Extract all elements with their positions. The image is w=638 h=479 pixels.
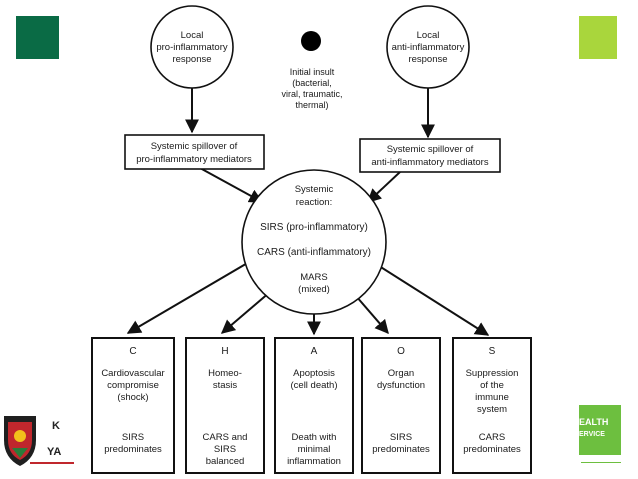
outcome-h: H Homeo- stasis CARS and SIRS balanced xyxy=(185,337,265,474)
insult-dot xyxy=(301,31,321,51)
outcome-s-label-3: immune xyxy=(475,392,509,403)
green-square-decoration xyxy=(16,16,59,59)
arrow-systemic-to-s xyxy=(375,263,490,336)
systemic-reaction-node: Systemic reaction: SIRS (pro-inflammator… xyxy=(241,169,387,315)
arrow-systemic-to-o xyxy=(355,295,389,335)
outcome-o-letter: O xyxy=(397,346,405,357)
systemic-title-2: reaction: xyxy=(296,197,332,208)
spillover-pro-box: Systemic spillover of pro-inflammatory m… xyxy=(124,134,265,170)
outcome-o: O Organ dysfunction SIRS predominates xyxy=(361,337,441,474)
outcome-c: C Cardiovascular compromise (shock) SIRS… xyxy=(91,337,175,474)
outcome-a-letter: A xyxy=(311,346,318,357)
outcome-boxes: C Cardiovascular compromise (shock) SIRS… xyxy=(91,337,532,474)
local-pro-line-1: Local xyxy=(181,30,204,41)
outcome-a-note-3: inflammation xyxy=(287,456,341,467)
outcome-c-note-2: predominates xyxy=(104,444,162,455)
outcome-h-note-3: balanced xyxy=(206,456,245,467)
outcome-a-note-1: Death with xyxy=(292,432,337,443)
initial-insult-node: Initial insult (bacterial, viral, trauma… xyxy=(281,31,343,110)
arrow-spill-anti-to-systemic xyxy=(366,171,401,203)
insult-line-1: Initial insult xyxy=(290,67,335,77)
spill-pro-line-2: pro-inflammatory mediators xyxy=(136,154,252,165)
local-anti-line-2: anti-inflammatory xyxy=(392,42,465,53)
lime-square-decoration xyxy=(579,16,617,59)
spill-anti-line-1: Systemic spillover of xyxy=(387,144,474,155)
outcome-h-note-1: CARS and xyxy=(203,432,248,443)
local-pro-line-3: response xyxy=(172,54,211,65)
outcome-a: A Apoptosis (cell death) Death with mini… xyxy=(274,337,354,474)
systemic-mars-1: MARS xyxy=(300,272,327,283)
outcome-h-note-2: SIRS xyxy=(214,444,236,455)
local-anti-inflammatory-node: Local anti-inflammatory response xyxy=(386,5,470,89)
logo-text-bottom: YA xyxy=(47,446,62,458)
outcome-h-letter: H xyxy=(221,346,228,357)
outcome-c-note-1: SIRS xyxy=(122,432,144,443)
insult-line-2: (bacterial, xyxy=(292,78,332,88)
logo-underline xyxy=(30,462,74,464)
outcome-s: S Suppression of the immune system CARS … xyxy=(452,337,532,474)
outcome-a-note-2: minimal xyxy=(298,444,331,455)
local-pro-inflammatory-node: Local pro-inflammatory response xyxy=(150,5,234,89)
outcome-h-label-2: stasis xyxy=(213,380,238,391)
local-pro-line-2: pro-inflammatory xyxy=(156,42,228,53)
badge-line-1: EALTH xyxy=(579,417,609,427)
outcome-s-note-1: CARS xyxy=(479,432,505,443)
arrow-spill-pro-to-systemic xyxy=(199,167,264,203)
spill-pro-line-1: Systemic spillover of xyxy=(151,141,238,152)
outcome-s-note-2: predominates xyxy=(463,444,521,455)
systemic-title-1: Systemic xyxy=(295,184,334,195)
arrow-systemic-to-h xyxy=(220,291,271,334)
outcome-c-label-3: (shock) xyxy=(117,392,148,403)
logo-text-top: K xyxy=(52,420,60,432)
health-service-badge xyxy=(579,405,621,455)
outcome-a-label-1: Apoptosis xyxy=(293,368,335,379)
badge-line-2: ERVICE xyxy=(579,431,605,438)
connector-arrows xyxy=(126,86,490,336)
outcome-s-label-1: Suppression xyxy=(466,368,519,379)
insult-line-4: thermal) xyxy=(295,100,328,110)
outcome-s-label-4: system xyxy=(477,404,507,415)
outcome-h-label-1: Homeo- xyxy=(208,368,242,379)
institution-logo xyxy=(4,416,36,466)
outcome-o-label-1: Organ xyxy=(388,368,414,379)
local-anti-line-3: response xyxy=(408,54,447,65)
outcome-o-note-1: SIRS xyxy=(390,432,412,443)
arrow-systemic-to-c xyxy=(126,257,257,334)
systemic-mars-2: (mixed) xyxy=(298,284,330,295)
badge-underline xyxy=(581,462,621,463)
outcome-c-letter: C xyxy=(129,346,136,357)
systemic-cars: CARS (anti-inflammatory) xyxy=(257,247,371,258)
outcome-o-label-2: dysfunction xyxy=(377,380,425,391)
outcome-a-label-2: (cell death) xyxy=(291,380,338,391)
outcome-s-label-2: of the xyxy=(480,380,504,391)
insult-line-3: viral, traumatic, xyxy=(281,89,342,99)
local-anti-line-1: Local xyxy=(417,30,440,41)
outcome-c-label-1: Cardiovascular xyxy=(101,368,164,379)
spillover-anti-box: Systemic spillover of anti-inflammatory … xyxy=(359,138,501,173)
outcome-o-note-2: predominates xyxy=(372,444,430,455)
spill-anti-line-2: anti-inflammatory mediators xyxy=(371,157,488,168)
systemic-sirs: SIRS (pro-inflammatory) xyxy=(260,222,368,233)
outcome-s-letter: S xyxy=(489,346,496,357)
outcome-c-label-2: compromise xyxy=(107,380,159,391)
